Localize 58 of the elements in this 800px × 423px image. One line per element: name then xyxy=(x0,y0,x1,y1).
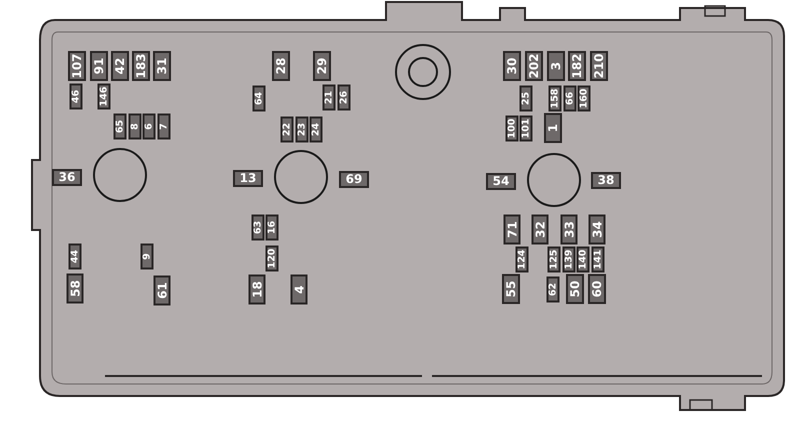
fuse: 101 xyxy=(520,115,532,141)
fuse: 65 xyxy=(114,113,126,139)
fuse: 107 xyxy=(68,51,86,81)
fuse: 25 xyxy=(520,85,532,111)
fuse: 8 xyxy=(128,113,142,139)
fuse: 44 xyxy=(68,243,82,269)
fuse: 33 xyxy=(560,214,578,244)
fuse: 4 xyxy=(290,274,308,304)
fuse: 22 xyxy=(280,116,294,142)
fuse: 71 xyxy=(504,214,520,244)
fuse: 34 xyxy=(588,214,606,244)
fuse: 32 xyxy=(532,214,548,244)
fuse: 21 xyxy=(322,84,336,110)
fuse: 50 xyxy=(566,274,584,304)
fuse: 58 xyxy=(66,273,84,303)
fuse: 66 xyxy=(564,85,576,111)
fuse: 100 xyxy=(506,115,518,141)
fuse: 158 xyxy=(548,85,562,111)
fuse: 182 xyxy=(568,51,586,81)
fuse: 31 xyxy=(153,51,171,81)
fuse: 63 xyxy=(252,214,264,240)
fuse: 28 xyxy=(272,51,290,81)
fuse: 23 xyxy=(296,116,308,142)
fuse: 210 xyxy=(590,51,608,81)
fuse: 36 xyxy=(52,168,82,186)
fuse: 62 xyxy=(546,276,560,302)
fuse: 183 xyxy=(132,51,150,81)
fuse: 146 xyxy=(98,83,110,109)
fuse: 9 xyxy=(140,243,154,269)
fuse: 69 xyxy=(339,170,369,188)
fuse: 26 xyxy=(338,84,350,110)
fuse: 7 xyxy=(158,113,170,139)
fuse: 120 xyxy=(266,245,278,271)
fuse: 202 xyxy=(525,51,543,81)
fuse: 91 xyxy=(90,51,108,81)
fuse: 6 xyxy=(142,113,156,139)
fuse: 46 xyxy=(70,83,82,109)
fuse: 30 xyxy=(503,51,521,81)
fuse: 139 xyxy=(562,246,576,272)
fuse: 125 xyxy=(548,246,560,272)
fuse: 140 xyxy=(576,246,590,272)
fuse: 13 xyxy=(233,170,263,186)
fuse: 160 xyxy=(578,85,590,111)
fuse: 61 xyxy=(154,275,170,305)
fuse: 1 xyxy=(544,113,562,143)
fuse: 16 xyxy=(266,214,278,240)
fuse: 24 xyxy=(310,116,322,142)
fuse: 3 xyxy=(547,51,565,81)
fuse: 18 xyxy=(248,274,266,304)
fuse: 54 xyxy=(486,172,516,190)
fuse: 141 xyxy=(592,246,604,272)
fuse: 29 xyxy=(313,51,331,81)
fuse: 38 xyxy=(591,172,621,188)
fuse: 124 xyxy=(516,246,528,272)
fuse: 60 xyxy=(588,274,606,304)
fuse: 64 xyxy=(252,85,266,111)
fuse: 55 xyxy=(502,274,520,304)
fuse: 42 xyxy=(111,51,129,81)
